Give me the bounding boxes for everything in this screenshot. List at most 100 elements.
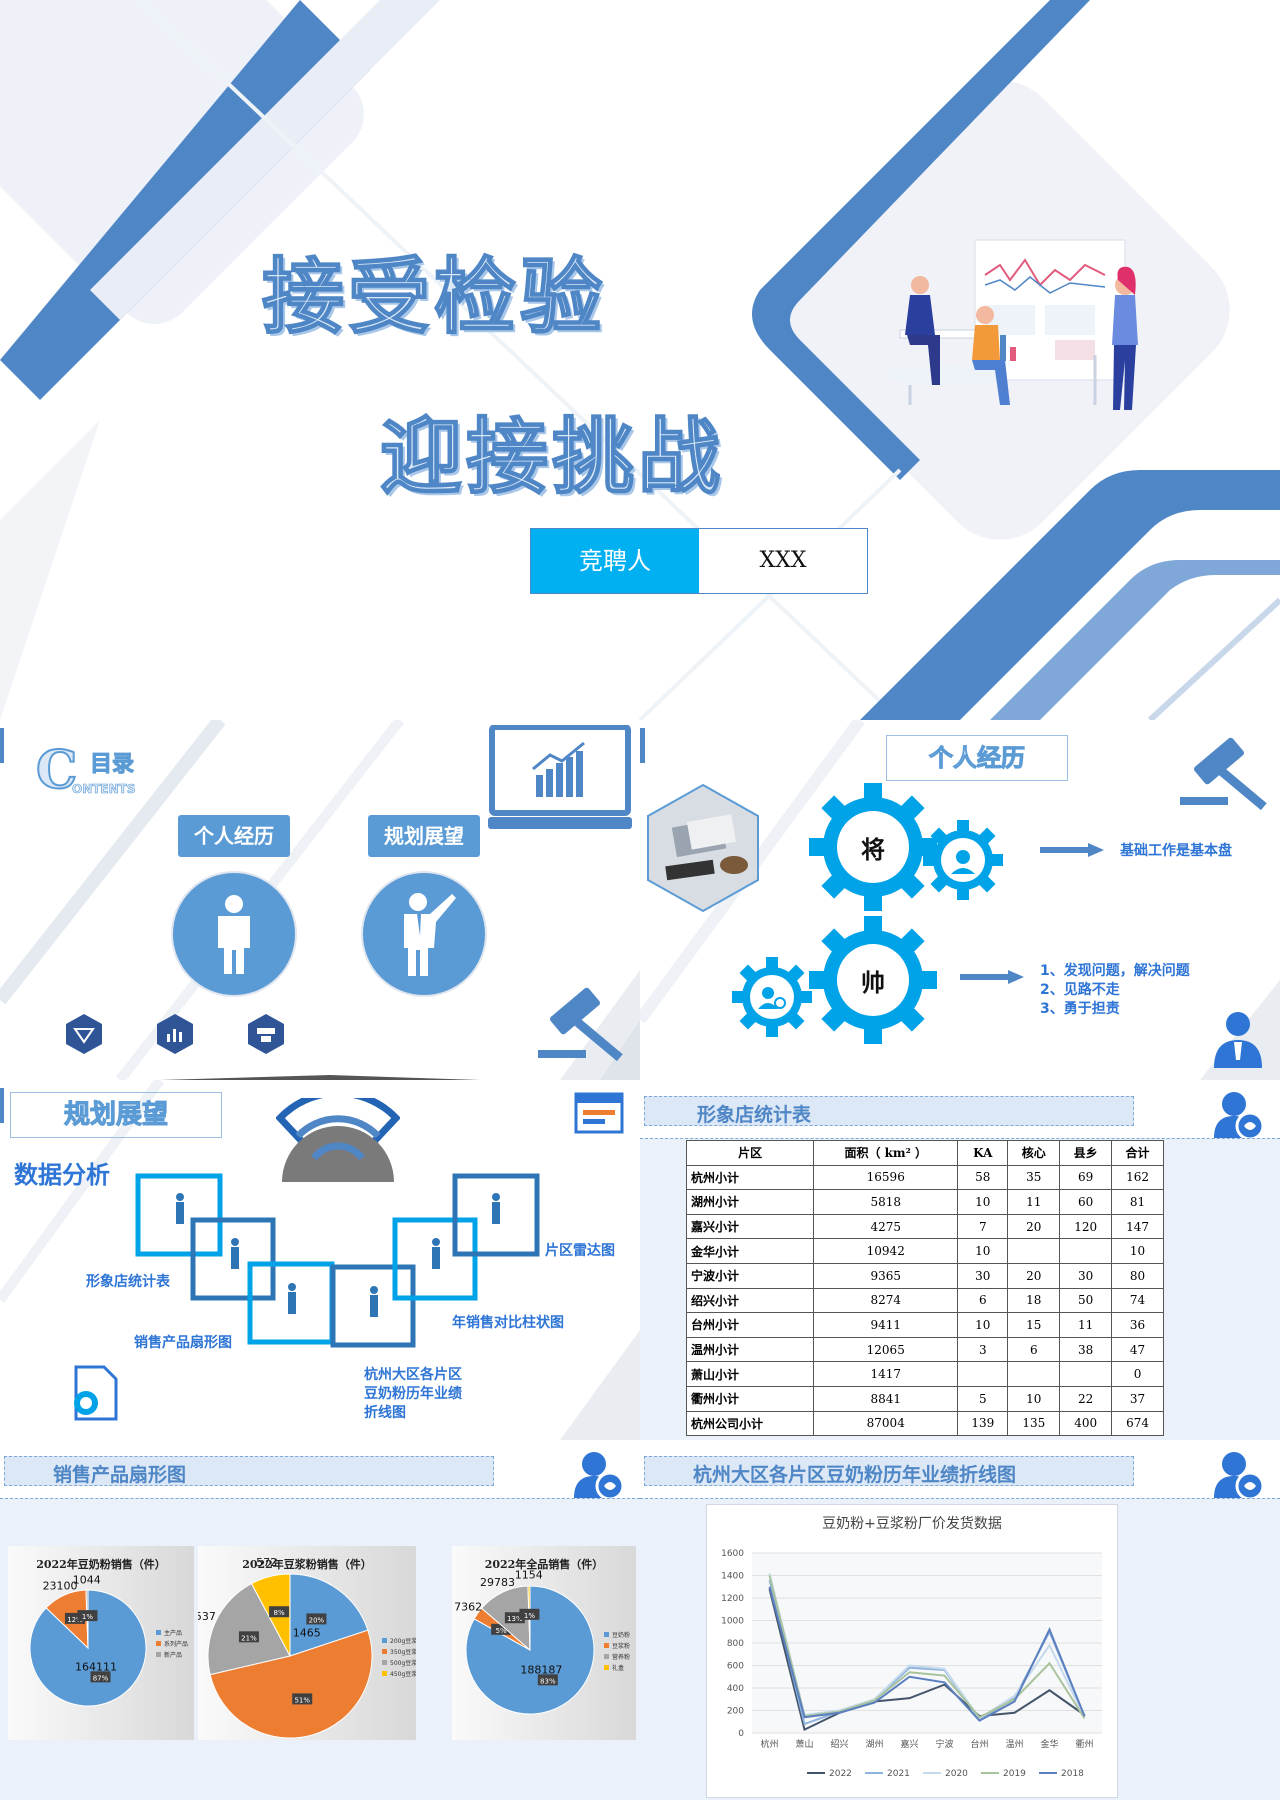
pie-value-label: 164111 bbox=[75, 1661, 117, 1674]
pie-chart: 20%146551%378821%15378%572200g豆浆粉350g豆浆粉… bbox=[198, 1556, 416, 1739]
table-cell: 139 bbox=[957, 1410, 1009, 1437]
legend-label: 豆浆粉 bbox=[612, 1642, 630, 1650]
arrow-right-icon bbox=[960, 970, 1024, 984]
diamond-icon bbox=[66, 1014, 102, 1054]
pie-section-title: 销售产品扇形图 bbox=[53, 1464, 187, 1486]
pie-value-label: 23100 bbox=[43, 1580, 78, 1593]
table-cell: 衢州小计 bbox=[685, 1385, 815, 1412]
x-tick-label: 杭州 bbox=[760, 1738, 778, 1750]
y-tick-label: 1400 bbox=[721, 1572, 744, 1582]
pie-chart-panel: 2022年豆浆粉销售（件）20%146551%378821%15378%5722… bbox=[198, 1546, 416, 1740]
presenter-box: 竞聘人 XXX bbox=[530, 528, 868, 594]
table-cell: 22 bbox=[1059, 1385, 1113, 1412]
column-header: 片区 bbox=[685, 1140, 815, 1166]
table-cell: 嘉兴小计 bbox=[685, 1213, 815, 1240]
table-cell: 8841 bbox=[813, 1385, 959, 1412]
toc-slide: C 目录 ONTENTS 个人经历 规划展望 bbox=[0, 720, 640, 1080]
gavel-icon bbox=[538, 987, 623, 1062]
table-cell: 36 bbox=[1111, 1312, 1164, 1338]
table-cell: 5 bbox=[957, 1385, 1009, 1412]
pie-percent-label: 87% bbox=[93, 1674, 109, 1682]
legend-label: 2020 bbox=[945, 1769, 968, 1779]
pie-percent-badge bbox=[269, 1606, 290, 1618]
table-header-row: 片区 面积（ km² ） KA 核心 县乡 合计 bbox=[685, 1140, 1164, 1166]
meeting-illustration bbox=[885, 239, 1138, 410]
legend-label: 系列产品 bbox=[164, 1640, 188, 1648]
pie-percent-badge bbox=[306, 1613, 327, 1625]
table-cell bbox=[1059, 1238, 1113, 1264]
legend-swatch bbox=[156, 1630, 161, 1635]
table-cell: 3 bbox=[957, 1336, 1009, 1363]
column-header: 县乡 bbox=[1059, 1140, 1113, 1166]
column-header: KA bbox=[957, 1140, 1009, 1166]
pie-slice bbox=[289, 1573, 369, 1657]
plan-background bbox=[0, 1080, 640, 1440]
legend-swatch bbox=[382, 1638, 387, 1643]
table-cell bbox=[957, 1361, 1009, 1387]
legend-label: 2022 bbox=[829, 1769, 852, 1779]
table-cell: 18 bbox=[1007, 1287, 1061, 1314]
series-line-2020 bbox=[768, 1573, 1086, 1720]
pie-percent-badge bbox=[64, 1612, 85, 1624]
table-cell: 9411 bbox=[813, 1312, 959, 1338]
legend-swatch bbox=[382, 1671, 387, 1676]
toc-item-plan[interactable]: 规划展望 bbox=[368, 815, 480, 857]
legend-label: 200g豆浆粉 bbox=[390, 1637, 416, 1645]
plan-label-line-2: 豆奶粉历年业绩 bbox=[364, 1386, 462, 1402]
frames-illustration bbox=[135, 1173, 540, 1348]
table-cell: 台州小计 bbox=[685, 1312, 815, 1338]
table-cell: 10942 bbox=[813, 1238, 959, 1264]
column-header: 合计 bbox=[1111, 1140, 1164, 1166]
table-cell: 杭州公司小计 bbox=[685, 1410, 815, 1437]
pie-percent-label: 1% bbox=[524, 1612, 535, 1620]
line-chart: 02004006008001000120014001600杭州萧山绍兴湖州嘉兴宁… bbox=[721, 1549, 1102, 1779]
pie-percent-label: 1% bbox=[82, 1613, 93, 1621]
pie-slice bbox=[209, 1629, 373, 1739]
table-cell: 1417 bbox=[813, 1361, 959, 1387]
x-tick-label: 嘉兴 bbox=[900, 1738, 918, 1750]
table-cell: 674 bbox=[1111, 1410, 1164, 1437]
line-title-bar: 杭州大区各片区豆奶粉历年业绩折线图 bbox=[644, 1456, 1134, 1486]
pie-percent-label: 12% bbox=[67, 1616, 83, 1624]
pie-percent-label: 5% bbox=[496, 1627, 507, 1635]
cover-title-line2: 迎接挑战 bbox=[379, 408, 725, 506]
legend-swatch bbox=[382, 1649, 387, 1654]
gavel-icon bbox=[1180, 737, 1267, 811]
toc-item-experience[interactable]: 个人经历 bbox=[178, 815, 290, 857]
column-header: 面积（ km² ） bbox=[813, 1140, 959, 1166]
pie-percent-label: 83% bbox=[540, 1677, 556, 1685]
cover-slide: 接受检验 迎接挑战 竞聘人 XXX bbox=[0, 0, 1280, 720]
pie-percent-badge bbox=[504, 1612, 525, 1624]
y-tick-label: 1600 bbox=[721, 1549, 744, 1559]
x-tick-label: 台州 bbox=[970, 1738, 988, 1750]
experience-point-3: 3、勇于担责 bbox=[1040, 1001, 1120, 1017]
table-cell: 147 bbox=[1111, 1213, 1164, 1240]
office-photo-hexagon bbox=[647, 783, 759, 913]
gear-shuai-label: 帅 bbox=[861, 969, 885, 997]
pie-chart-title: 2022年豆奶粉销售（件） bbox=[36, 1558, 166, 1571]
user-badge-icon bbox=[1214, 1452, 1265, 1501]
x-tick-label: 金华 bbox=[1040, 1738, 1058, 1750]
layers-icon bbox=[248, 1014, 284, 1054]
pie-percent-badge bbox=[491, 1623, 512, 1635]
experience-slide: 个人经历 将 基础工作是基本盘 bbox=[640, 720, 1280, 1080]
plan-slide: 规划展望 数据分析 形象店统计表 销售产品扇形图 杭州大区各片区 豆奶粉历年业绩… bbox=[0, 1080, 640, 1440]
plan-label-line-3: 折线图 bbox=[364, 1405, 406, 1421]
table-cell: 萧山小计 bbox=[685, 1361, 815, 1387]
table-cell: 金华小计 bbox=[685, 1238, 815, 1264]
gear-jiang bbox=[809, 783, 937, 911]
experience-point-2: 2、见路不走 bbox=[1040, 982, 1120, 998]
table-cell: 162 bbox=[1111, 1164, 1164, 1191]
legend-label: 350g豆浆粉 bbox=[390, 1648, 416, 1656]
table-cell: 30 bbox=[1059, 1262, 1113, 1289]
